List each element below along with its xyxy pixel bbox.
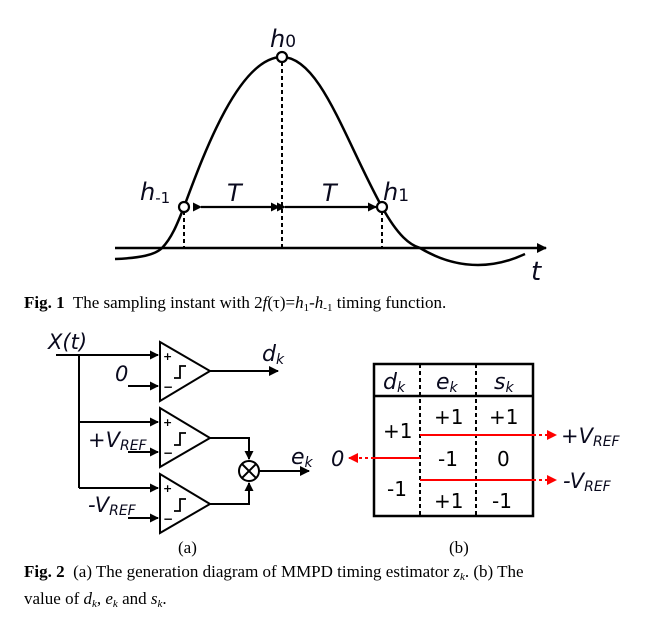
pulse-curve (114, 55, 526, 267)
fig1-caption-tau: (τ)= (267, 293, 296, 312)
figure2b-table: dk ek sk +1 -1 +1 +1 -1 0 +1 -1 +VREF -V… (331, 362, 621, 518)
label-ek: ek (291, 445, 314, 471)
fig2-caption-dk: d (83, 589, 92, 608)
fig2-caption-end: . (162, 589, 167, 608)
label-threshold-pos: +VREF (561, 424, 621, 450)
fig2-caption-text3: value of (24, 589, 84, 608)
fig2-caption-zk-sub: k (459, 571, 465, 583)
fig2-caption-sep: , (96, 589, 106, 608)
figure1-caption: Fig. 1 The sampling instant with 2f(τ)=h… (24, 292, 446, 319)
label-zero-ref: 0 (115, 362, 128, 386)
fig2-caption-text4: and (117, 589, 151, 608)
fig1-caption-h1: h (295, 293, 304, 312)
fig1-caption-hm1-sub: -1 (323, 302, 333, 314)
sample-point-h1 (375, 200, 389, 214)
cell-sk-row1: +1 (489, 405, 518, 429)
label-vref-pos: +VREF (88, 428, 148, 454)
label-hm1: h-1 (140, 178, 170, 207)
cell-ek-row3: +1 (434, 489, 463, 513)
comp2-minus: − (163, 446, 173, 460)
sample-point-h0 (275, 50, 289, 64)
fig2-caption-sk: s (150, 589, 158, 608)
header-sk: sk (494, 370, 514, 396)
comparator-1 (159, 340, 212, 403)
fig1-label: Fig. 1 (24, 293, 65, 312)
sample-point-hm1 (177, 200, 191, 214)
fig2-caption-dk-sub: k (91, 598, 97, 610)
figure2a-block-diagram: + − + − + − X(t) 0 +VREF -VREF dk ek (47, 330, 314, 535)
label-input-x: X(t) (47, 330, 87, 354)
cell-dk-pos: +1 (383, 419, 412, 443)
fig2-caption-text2: . (b) The (464, 562, 524, 581)
header-dk: dk (383, 370, 406, 396)
comp2-plus: + (163, 416, 172, 429)
table-border (372, 362, 535, 518)
label-h1: h1 (383, 178, 409, 206)
fig2-caption-zk: z (453, 562, 460, 581)
fig1-caption-end: timing function. (332, 293, 447, 312)
comp3-minus: − (163, 512, 173, 526)
label-t-axis: t (531, 257, 542, 287)
comp3-plus: + (163, 482, 172, 495)
header-ek: ek (436, 370, 459, 396)
label-threshold-zero: 0 (331, 447, 344, 471)
cell-ek-row2: -1 (438, 447, 458, 471)
fig1-caption-text: The sampling instant with 2 (72, 293, 263, 312)
cell-sk-row3: -1 (492, 489, 512, 513)
panel-label-b: (b) (449, 538, 469, 557)
fig2-caption-sk-sub: k (157, 598, 163, 610)
label-vref-neg: -VREF (88, 493, 137, 519)
multiplier-icon (238, 460, 260, 482)
cell-dk-neg: -1 (387, 477, 407, 501)
label-threshold-neg: -VREF (563, 469, 612, 495)
fig2-caption-text1: (a) The generation diagram of MMPD timin… (73, 562, 454, 581)
comparator-3 (159, 472, 212, 535)
comp1-minus: − (163, 380, 173, 394)
comp1-plus: + (163, 350, 172, 363)
label-T-right: T (322, 179, 339, 207)
cell-sk-row2: 0 (497, 447, 510, 471)
comp3-to-mult (210, 482, 254, 505)
fig1-caption-dash: - (309, 293, 315, 312)
figure1-pulse-diagram: h0 h-1 h1 T T t (114, 25, 547, 287)
comp2-to-mult (210, 437, 254, 460)
fig1-caption-hm1: h (314, 293, 324, 312)
label-T-left: T (227, 179, 244, 207)
fig2-label: Fig. 2 (24, 562, 65, 581)
figure2-caption: Fig. 2 (a) The generation diagram of MMP… (24, 561, 624, 615)
label-h0: h0 (270, 25, 296, 53)
fig2-caption-ek: e (105, 589, 113, 608)
panel-label-a: (a) (178, 538, 197, 557)
label-dk: dk (262, 342, 285, 368)
fig2-caption-ek-sub: k (112, 598, 118, 610)
comparator-2 (159, 406, 212, 469)
cell-ek-row1: +1 (434, 405, 463, 429)
fig1-caption-f: f (262, 293, 268, 312)
fig1-caption-h1-sub: 1 (303, 302, 310, 314)
